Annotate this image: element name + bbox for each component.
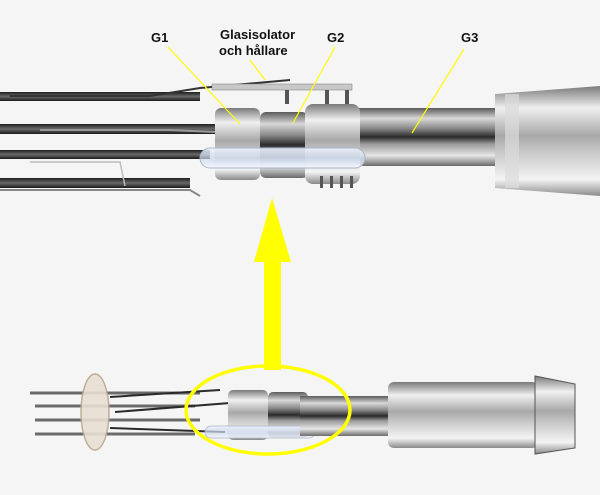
label-g2: G2 (327, 30, 345, 45)
top-assembly (0, 46, 600, 197)
pointer-lines (167, 46, 465, 134)
bottom-end-can (388, 382, 538, 448)
pointer-g1 (167, 46, 241, 125)
bottom-assembly (30, 373, 576, 455)
top-g1-cylinder (215, 108, 260, 180)
highlight-ellipse (184, 364, 352, 456)
up-arrow (254, 198, 291, 370)
pointer-glasisolator (249, 59, 266, 81)
label-g3: G3 (461, 30, 479, 45)
bottom-glass-insulator (204, 425, 316, 439)
label-och-hallare: och hållare (219, 43, 288, 58)
label-glasisolator: Glasisolator (220, 27, 296, 42)
top-end-cap (495, 86, 600, 196)
top-glass-insulator (199, 147, 366, 169)
top-g3-tube (350, 108, 510, 166)
top-lead-wire (0, 150, 210, 159)
top-holder-bracket (211, 83, 353, 91)
bottom-glass-base (80, 373, 110, 451)
label-g1: G1 (151, 30, 169, 45)
pointer-g2 (292, 46, 336, 124)
top-g3-collar (305, 104, 360, 184)
top-lead-wire (0, 178, 190, 188)
pointer-g3 (411, 48, 465, 134)
